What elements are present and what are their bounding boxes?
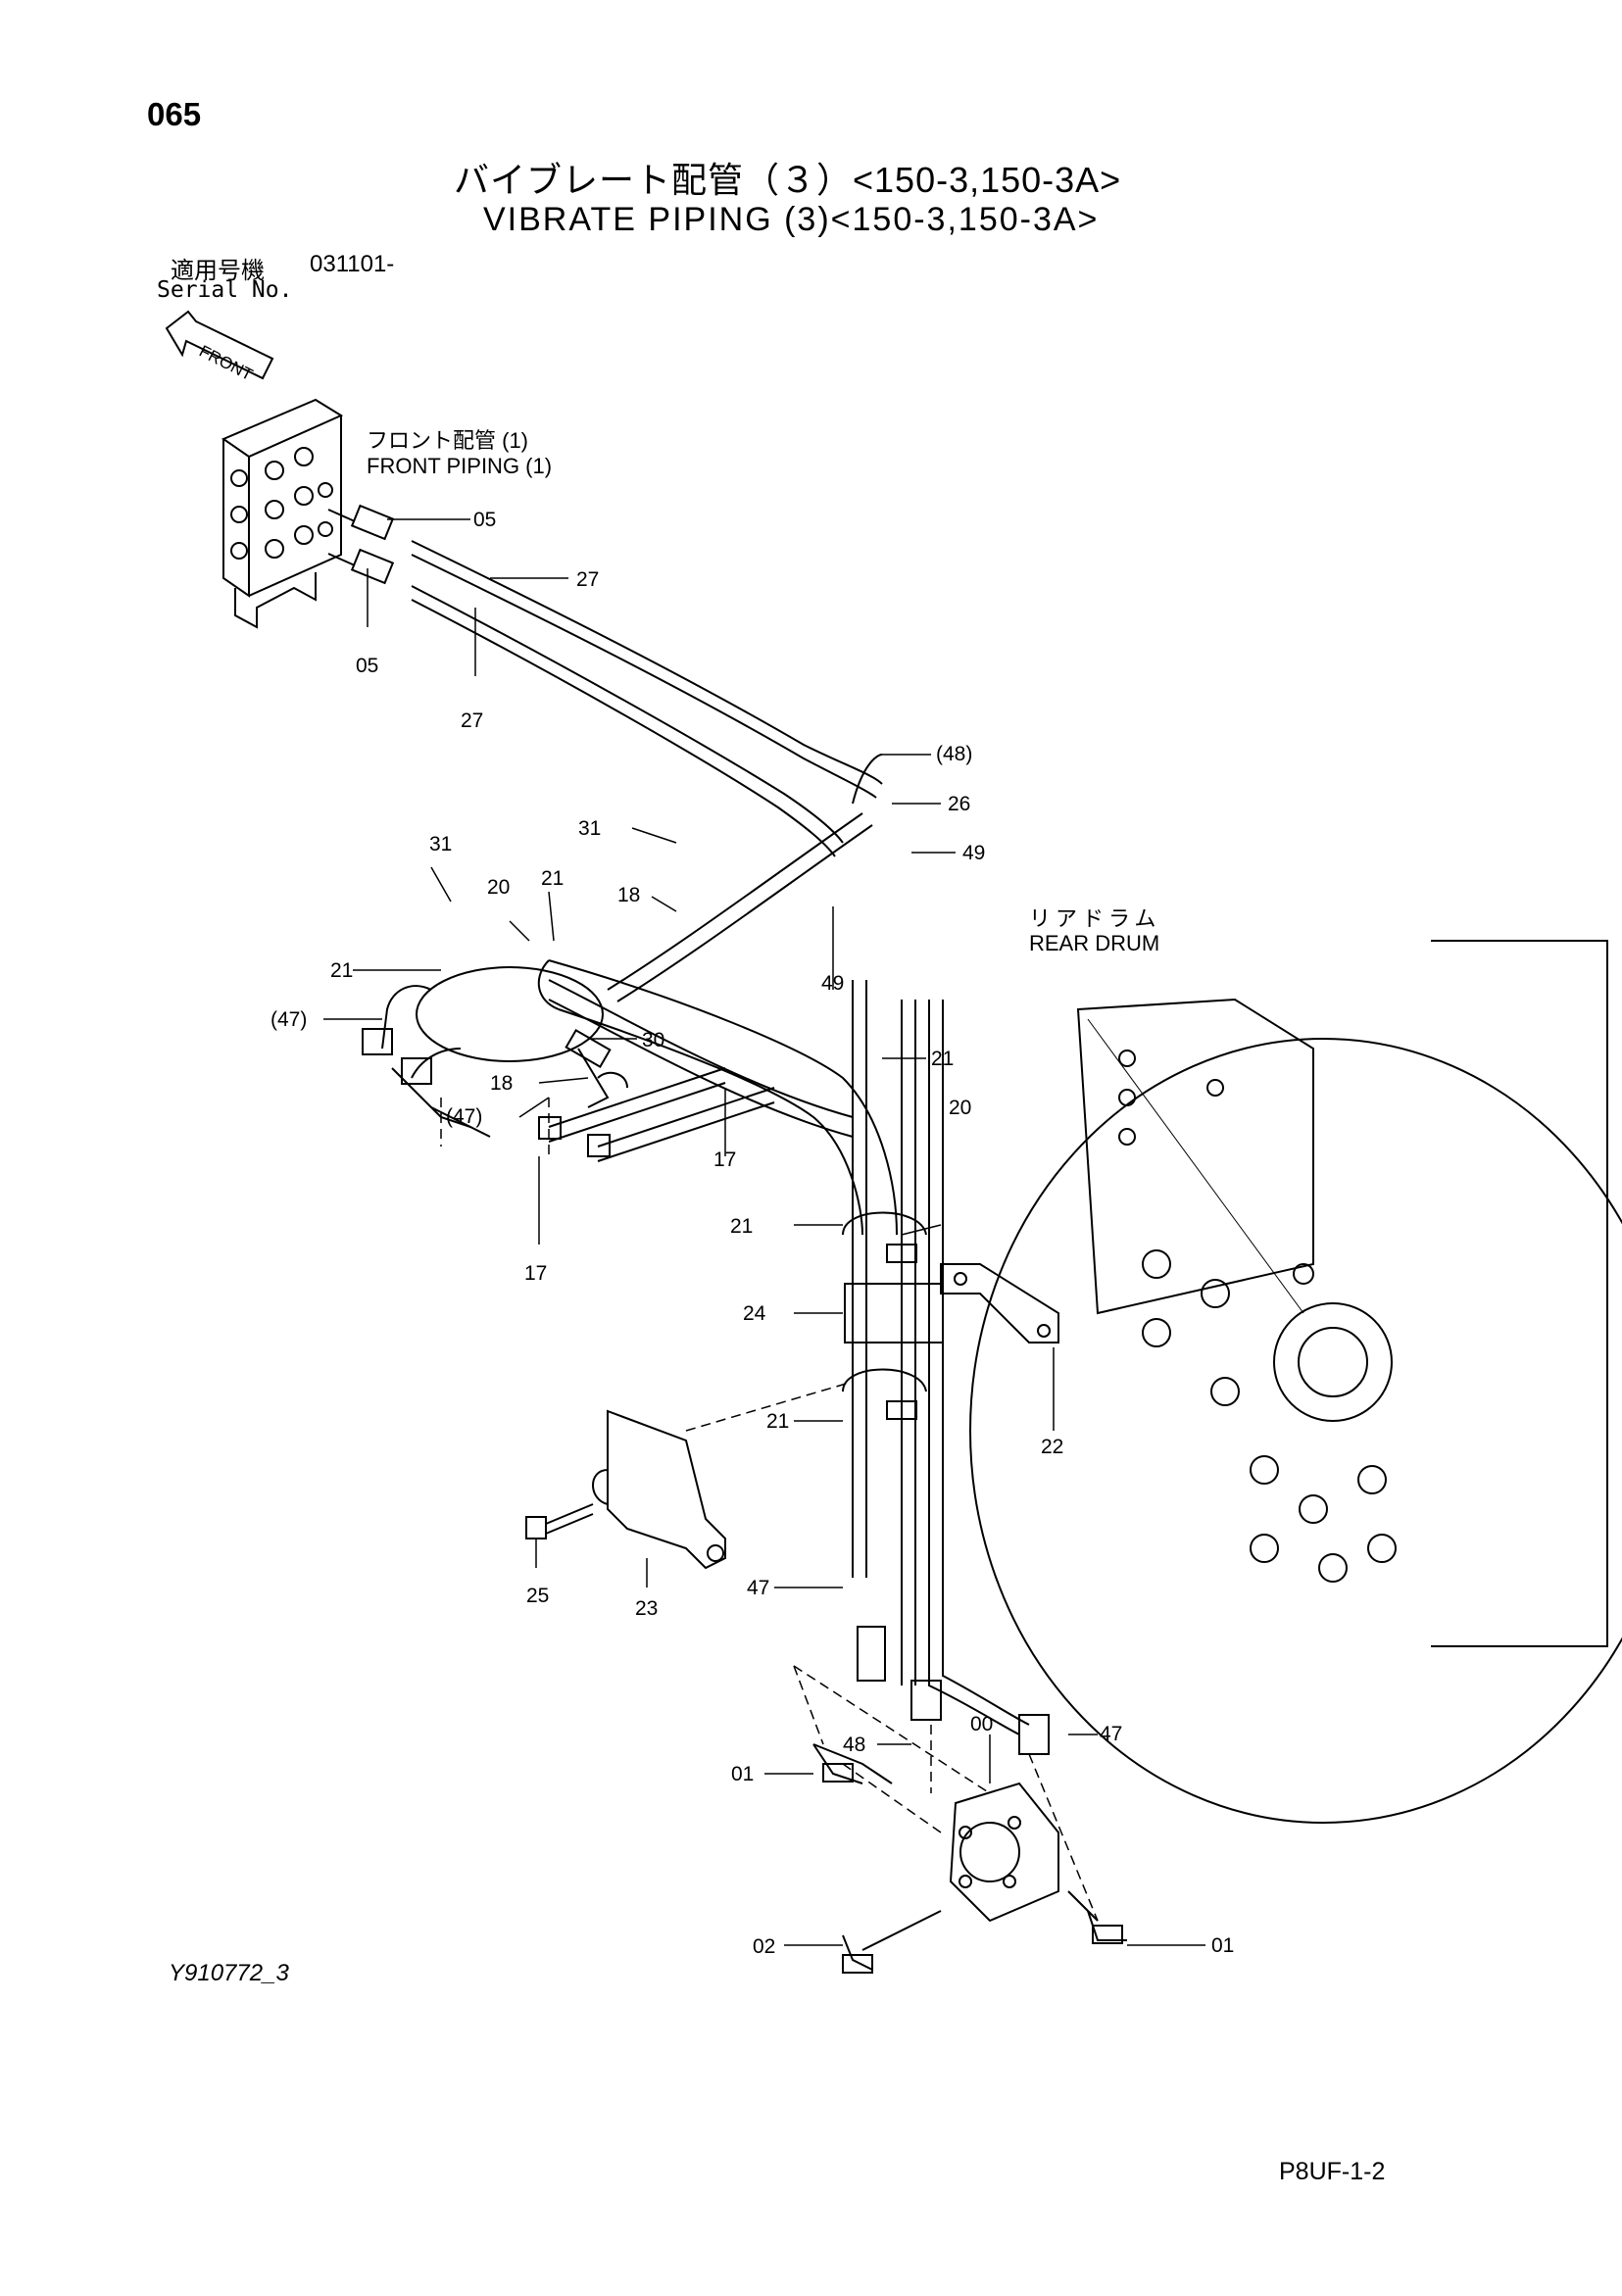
callout-31-left: 31 [429,833,452,855]
fittings [812,1626,1127,1974]
clamp-24 [842,1211,944,1420]
front-hoses [327,504,883,857]
callout-31-center: 31 [578,817,601,840]
callout-21-right: 21 [931,1048,954,1070]
callout-25: 25 [526,1585,549,1607]
callout-18-upper: 18 [617,884,640,906]
callout-49-upper: 49 [962,842,985,864]
document-code: P8UF-1-2 [1279,2158,1386,2185]
page-number: 065 [147,96,202,132]
cover-plate-23 [592,1409,726,1570]
callout-17-right: 17 [713,1148,736,1171]
bolt-25 [525,1503,594,1539]
callout-20-upper: 20 [487,876,510,899]
callout-21-left: 21 [330,959,353,982]
front-piping-label-english: FRONT PIPING (1) [367,454,553,478]
callout-24: 24 [743,1302,766,1325]
title-english: VIBRATE PIPING (3)<150-3,150-3A> [483,201,1100,238]
front-arrow-label: FRONT [196,342,256,385]
main-hose-bundle [548,812,1030,1735]
callout-47-lower: (47) [446,1105,482,1128]
callout-23: 23 [635,1597,658,1620]
callout-leaders [323,518,1205,1946]
callout-27-upper: 27 [576,568,599,591]
callout-22: 22 [1041,1436,1063,1458]
callout-05-lower: 05 [356,655,378,677]
figure-code: Y910772_3 [169,1960,289,1986]
callout-21-upper: 21 [541,867,564,890]
callout-26: 26 [948,793,970,815]
callout-47-bottom: 47 [747,1577,769,1599]
callout-48-bottom: 48 [843,1734,865,1756]
callout-47-left: (47) [270,1008,307,1031]
front-direction-arrow: FRONT [165,310,274,385]
callout-49-lower: 49 [821,972,844,995]
callout-17-left: 17 [524,1262,547,1285]
callout-20-right: 20 [949,1097,971,1119]
callout-18-lower: 18 [490,1072,513,1095]
callout-30: 30 [642,1029,664,1051]
callout-05-upper: 05 [473,509,496,531]
callout-21-low: 21 [766,1410,789,1433]
reference-lines [440,1098,1099,1922]
callout-00: 00 [970,1713,993,1735]
elbow-hose-20 [537,959,898,1236]
callout-labels: 05 27 05 27 (48) 26 31 49 31 20 21 18 49… [270,509,1234,1958]
rear-drum-label-japanese: リアドラム [1029,906,1161,931]
vibration-motor [812,1743,1099,1951]
serial-label-english: Serial No. [157,277,293,303]
control-valve-block [221,398,344,629]
lower-pipes-17 [538,1067,775,1162]
callout-27-lower: 27 [461,709,483,732]
callout-02: 02 [753,1935,775,1958]
rear-drum-label-english: REAR DRUM [1029,931,1160,955]
callout-48-upper: (48) [936,743,972,765]
rear-drum [969,940,1622,1824]
callout-01-left: 01 [731,1763,754,1785]
callout-47-right: 47 [1100,1723,1122,1745]
left-loop-assembly [362,966,628,1138]
callout-21-mid: 21 [730,1215,753,1238]
callout-01-right: 01 [1211,1934,1234,1957]
title-japanese: バイブレート配管（３）<150-3,150-3A> [454,160,1122,200]
stay-bracket-22 [940,1263,1059,1343]
front-piping-label-japanese: フロント配管 (1) [367,428,529,453]
serial-label-japanese: 適用号機 [171,258,265,284]
serial-number-value: 031101- [310,251,395,277]
